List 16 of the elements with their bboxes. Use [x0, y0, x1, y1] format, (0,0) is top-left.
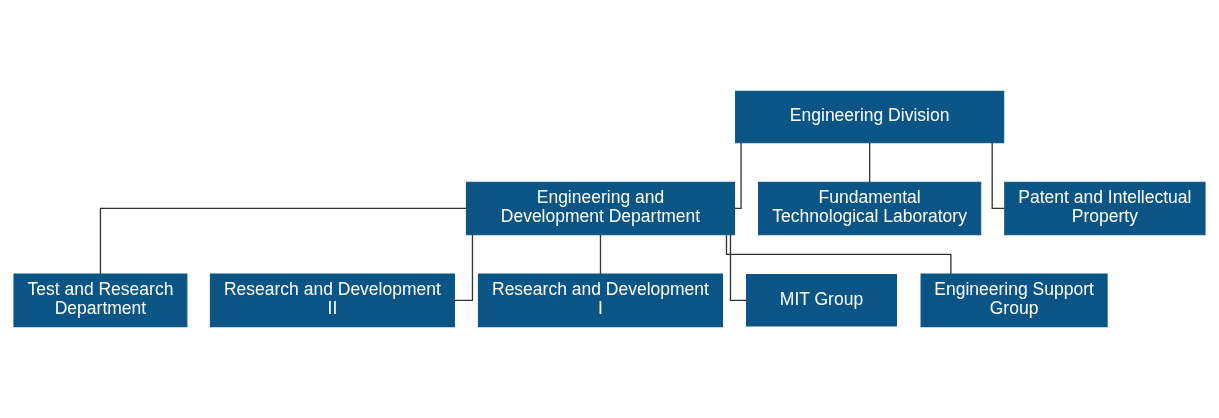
- node-box: Engineering Support Group: [920, 273, 1108, 328]
- node-box: Research and Development I: [477, 273, 723, 328]
- node-box: Patent and Intellectual Property: [1004, 181, 1206, 236]
- connector: [99, 207, 467, 275]
- connector: [991, 142, 1006, 210]
- node-box: MIT Group: [746, 274, 897, 327]
- connector: [725, 234, 952, 275]
- connector: [453, 234, 474, 301]
- node-box: Engineering and Development Department: [465, 181, 736, 236]
- connector: [734, 142, 742, 210]
- node-box: Engineering Division: [735, 90, 1005, 144]
- node-box: Test and Research Department: [13, 273, 188, 328]
- node-box: Fundamental Technological Laboratory: [758, 181, 982, 236]
- node-box: Research and Development II: [209, 273, 455, 328]
- connector: [599, 234, 602, 275]
- connector: [869, 142, 871, 183]
